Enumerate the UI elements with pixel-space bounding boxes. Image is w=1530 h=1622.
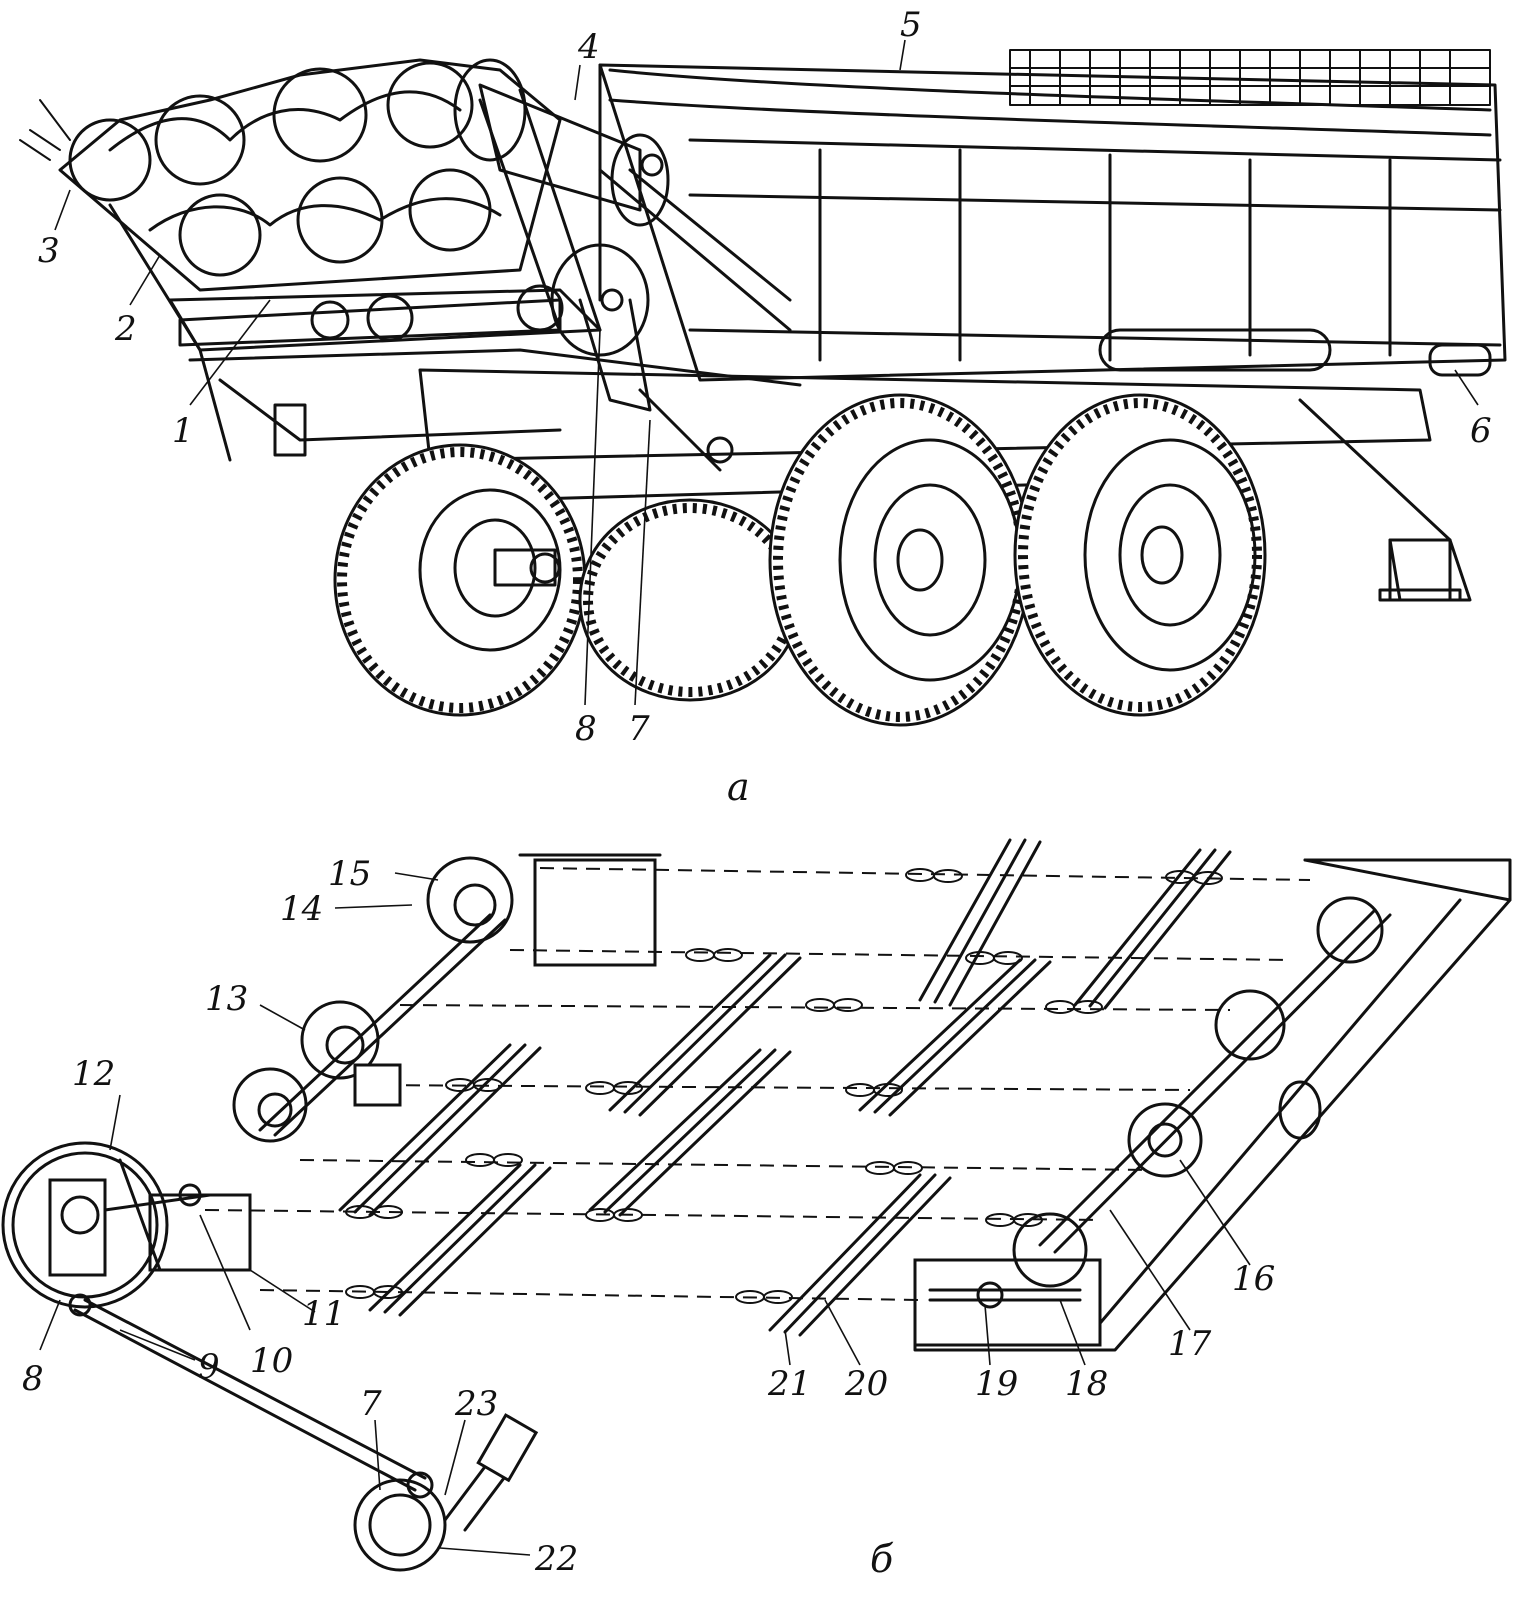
caption-a: а — [727, 765, 750, 809]
leaders-b — [39, 872, 1251, 1556]
conveyor-drawing: 7 8 9 10 11 12 13 14 15 16 17 18 19 20 2… — [1, 838, 1512, 1581]
label-b-14: 14 — [280, 889, 323, 929]
front-shaft — [232, 856, 514, 1143]
label-b-15: 15 — [328, 854, 371, 894]
label-a-2: 2 — [114, 309, 137, 349]
rear-wheel-2 — [1013, 393, 1267, 717]
labels-a: 1 2 3 4 5 6 7 8 — [38, 5, 1492, 749]
front-wheel — [333, 443, 587, 717]
label-a-5: 5 — [900, 5, 922, 45]
label-a-8: 8 — [575, 709, 597, 749]
label-b-18: 18 — [1065, 1364, 1108, 1404]
label-b-12: 12 — [72, 1054, 115, 1094]
label-b-10: 10 — [250, 1341, 293, 1381]
leaders-a — [54, 39, 1479, 706]
label-b-7: 7 — [360, 1384, 382, 1424]
label-b-17: 17 — [1168, 1324, 1212, 1364]
rear-wheel-1 — [768, 393, 1032, 727]
caption-b: б — [870, 1537, 894, 1581]
label-b-9: 9 — [198, 1347, 220, 1387]
rear-shaft — [1012, 896, 1392, 1288]
crank-disc — [353, 1413, 539, 1572]
labels-b: 7 8 9 10 11 12 13 14 15 16 17 18 19 20 2… — [22, 854, 1275, 1579]
label-a-1: 1 — [172, 411, 194, 451]
ratchet-drive — [1, 1141, 434, 1499]
label-a-3: 3 — [38, 231, 60, 271]
trailer-body — [598, 49, 1507, 382]
conveyor-slats — [338, 838, 1232, 1337]
front-plates — [148, 853, 662, 1272]
label-b-23: 23 — [454, 1384, 498, 1424]
label-a-7: 7 — [628, 709, 650, 749]
label-b-19: 19 — [975, 1364, 1018, 1404]
gearbox — [550, 243, 734, 472]
rear-frame — [913, 858, 1512, 1352]
beater-housing — [453, 58, 792, 332]
label-b-22: 22 — [534, 1539, 578, 1579]
shredder-drums — [19, 58, 602, 462]
label-b-20: 20 — [844, 1364, 888, 1404]
trailer-drawing: 1 2 3 4 5 6 7 8 а — [19, 5, 1507, 809]
label-b-13: 13 — [205, 979, 248, 1019]
middle-wheel — [578, 498, 802, 702]
label-a-4: 4 — [577, 27, 600, 67]
label-b-21: 21 — [767, 1364, 811, 1404]
label-b-16: 16 — [1232, 1259, 1275, 1299]
label-b-11: 11 — [302, 1294, 345, 1334]
label-a-6: 6 — [1470, 411, 1492, 451]
label-b-8: 8 — [22, 1359, 44, 1399]
